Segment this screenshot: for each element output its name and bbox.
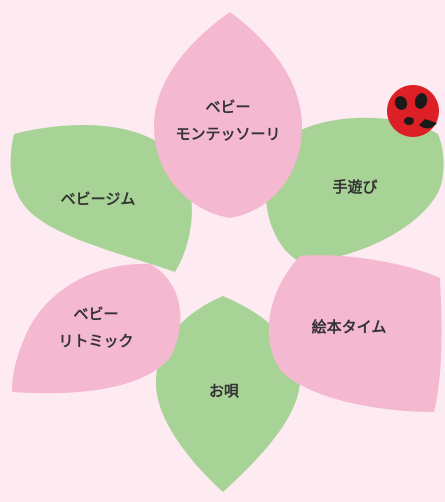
petal-baby-gym-shape (10, 125, 192, 272)
petal-teasobi-label: 手遊び (332, 178, 377, 196)
petal-baby-gym[interactable]: ベビージム (10, 125, 192, 272)
petal-teasobi-shape (265, 117, 444, 262)
ladybug-body (387, 85, 439, 137)
ladybug-head (419, 119, 437, 129)
petal-baby-montessori-label-line1: ベビー (205, 98, 250, 116)
ladybug-spot (404, 117, 414, 125)
petal-ouita-shape (155, 296, 300, 492)
petal-baby-gym-label: ベビージム (61, 190, 136, 208)
petal-baby-rhythmic[interactable]: ベビー リトミック (12, 263, 181, 394)
petal-ehon-time[interactable]: 絵本タイム (268, 255, 442, 412)
ladybug-icon (387, 85, 439, 137)
petal-baby-rhythmic-label-line1: ベビー (73, 305, 118, 323)
petal-ouita[interactable]: お唄 (155, 296, 300, 492)
ladybug-spot (414, 93, 428, 109)
petal-baby-montessori-shape (154, 12, 302, 218)
petal-baby-montessori-label-line2: モンテッソーリ (175, 125, 280, 143)
petal-ehon-time-label: 絵本タイム (312, 318, 387, 336)
petal-baby-montessori[interactable]: ベビー モンテッソーリ (154, 12, 302, 218)
petal-baby-rhythmic-shape (12, 263, 181, 394)
petal-ouita-label: お唄 (209, 382, 239, 400)
ladybug-spot (394, 96, 408, 110)
petal-baby-rhythmic-label-line2: リトミック (58, 332, 133, 350)
petal-teasobi[interactable]: 手遊び (265, 117, 444, 262)
petal-ehon-time-shape (268, 255, 442, 412)
